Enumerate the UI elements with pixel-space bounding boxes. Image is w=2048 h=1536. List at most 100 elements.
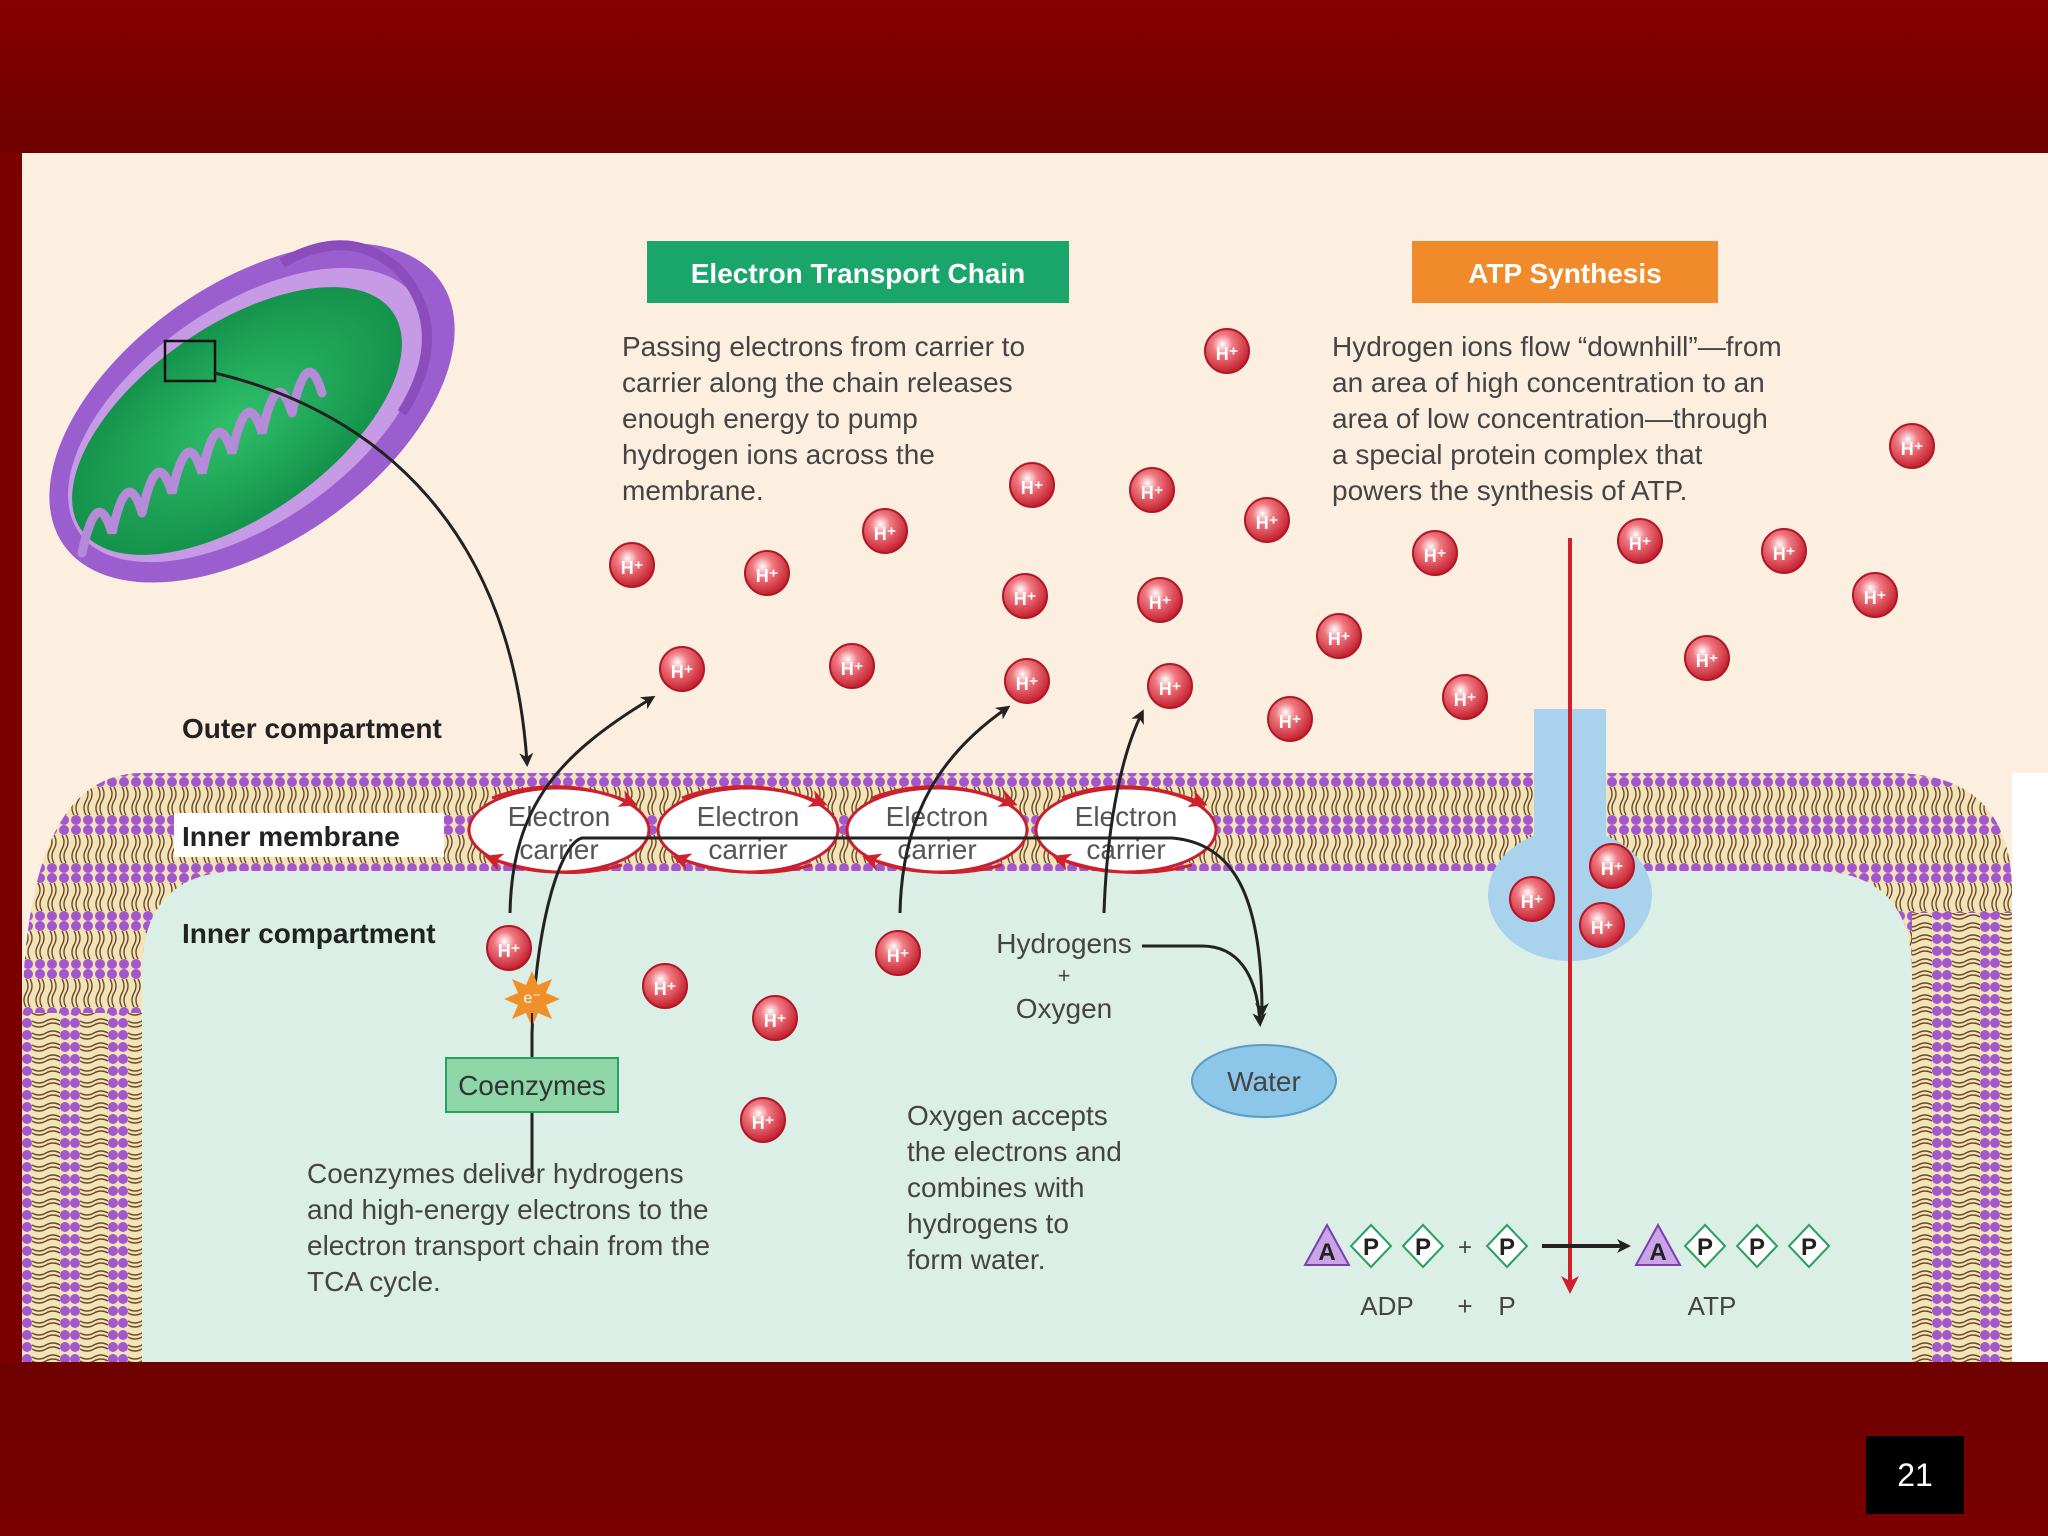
diagram-canvas: Electron Transport Chain ATP Synthesis P… bbox=[22, 153, 2048, 1362]
etc-title: Electron Transport Chain bbox=[691, 258, 1026, 289]
h-ion-label: H⁺ bbox=[1256, 513, 1279, 533]
h-ion-label: H⁺ bbox=[1901, 439, 1924, 459]
h-ion-label: H⁺ bbox=[764, 1011, 787, 1031]
etc-desc-line: Passing electrons from carrier to bbox=[622, 331, 1025, 362]
h-ion-label: H⁺ bbox=[1279, 712, 1302, 732]
coenzyme-desc-line: and high-energy electrons to the bbox=[307, 1194, 709, 1225]
h-ion: H⁺ bbox=[1579, 902, 1625, 948]
etc-desc-line: membrane. bbox=[622, 475, 764, 506]
h-ion: H⁺ bbox=[1137, 577, 1183, 623]
phosphate-label: P bbox=[1801, 1234, 1817, 1261]
adenosine-label: A bbox=[1318, 1239, 1335, 1266]
inner-membrane-left-side bbox=[22, 1013, 142, 1362]
h-ion-label: H⁺ bbox=[1454, 690, 1477, 710]
h-ion: H⁺ bbox=[1684, 635, 1730, 681]
coenzyme-desc-line: electron transport chain from the bbox=[307, 1230, 710, 1261]
oxygen-desc-line: combines with bbox=[907, 1172, 1084, 1203]
slide-footer-bar bbox=[0, 1362, 2048, 1536]
electron-path bbox=[530, 836, 1269, 1178]
electron-carrier-2: Electron carrier bbox=[656, 786, 840, 874]
figure-right-margin bbox=[2012, 773, 2048, 1362]
h-ion-label: H⁺ bbox=[1149, 593, 1172, 613]
h-ion: H⁺ bbox=[1267, 696, 1313, 742]
phosphate-label: P bbox=[1749, 1234, 1765, 1261]
mitochondrion-illustration bbox=[49, 240, 455, 583]
atp-desc-line: powers the synthesis of ATP. bbox=[1332, 475, 1687, 506]
adenosine-label: A bbox=[1649, 1239, 1666, 1266]
phosphate-label: P bbox=[1499, 1234, 1515, 1261]
oxygen-desc-line: hydrogens to bbox=[907, 1208, 1069, 1239]
h-ion: H⁺ bbox=[1009, 462, 1055, 508]
water-formation-arrow bbox=[1142, 944, 1267, 1027]
inner-membrane-right-side bbox=[1912, 913, 2012, 1362]
atp-equation: A P P + P A P P P ADP + P ATP bbox=[1303, 1222, 1831, 1321]
zoom-box bbox=[163, 339, 217, 383]
h-ion: H⁺ bbox=[1442, 674, 1488, 720]
h-ion: H⁺ bbox=[1761, 528, 1807, 574]
h-ion: H⁺ bbox=[752, 995, 798, 1041]
h-ion: H⁺ bbox=[1509, 876, 1555, 922]
etc-title-box bbox=[647, 241, 1069, 303]
adp-label: ADP bbox=[1360, 1291, 1413, 1321]
h-ion-label: H⁺ bbox=[874, 524, 897, 544]
h-ion: H⁺ bbox=[609, 542, 655, 588]
phosphate-label: P bbox=[1363, 1234, 1379, 1261]
phosphate-molecule: P bbox=[1485, 1223, 1529, 1269]
h-ion: H⁺ bbox=[659, 646, 705, 692]
slide-header-bar bbox=[0, 0, 2048, 153]
outer-compartment-label: Outer compartment bbox=[182, 713, 442, 744]
electron-carrier-1: Electron carrier bbox=[467, 786, 651, 874]
h-ion-label: H⁺ bbox=[1141, 483, 1164, 503]
h-ion: H⁺ bbox=[829, 643, 875, 689]
atp-title-box bbox=[1412, 241, 1718, 303]
phosphate-label: P bbox=[1697, 1234, 1713, 1261]
zoom-arrow bbox=[214, 371, 534, 767]
h-ion: H⁺ bbox=[1244, 497, 1290, 543]
etc-description: Passing electrons from carrier to carrie… bbox=[622, 331, 1025, 506]
h-ion: H⁺ bbox=[740, 1097, 786, 1143]
oxygen-description: Oxygen accepts the electrons and combine… bbox=[907, 1100, 1122, 1275]
page-number: 21 bbox=[1866, 1436, 1964, 1514]
phosphate-label: P bbox=[1415, 1234, 1431, 1261]
h-ion-label: H⁺ bbox=[671, 662, 694, 682]
coenzyme-description: Coenzymes deliver hydrogens and high-ene… bbox=[307, 1158, 710, 1297]
atp-desc-line: an area of high concentration to an bbox=[1332, 367, 1765, 398]
h-ion-label: H⁺ bbox=[1159, 679, 1182, 699]
coenzymes-box bbox=[445, 1057, 619, 1113]
h-ion-label: H⁺ bbox=[1521, 892, 1544, 912]
h-ion-label: H⁺ bbox=[756, 566, 779, 586]
inner-membrane-label: Inner membrane bbox=[182, 821, 400, 852]
electron-carrier-3: Electron carrier bbox=[845, 786, 1029, 874]
atp-description: Hydrogen ions flow “downhill”—from an ar… bbox=[1332, 331, 1782, 506]
coenzyme-desc-line: Coenzymes deliver hydrogens bbox=[307, 1158, 684, 1189]
h-ion: H⁺ bbox=[1889, 423, 1935, 469]
mitochondria-etc-figure: Electron Transport Chain ATP Synthesis P… bbox=[22, 153, 2048, 1362]
atp-desc-line: area of low concentration—through bbox=[1332, 403, 1768, 434]
h-ion: H⁺ bbox=[1204, 328, 1250, 374]
carrier-label: Electron bbox=[886, 801, 989, 832]
electron-burst: e⁻ bbox=[504, 971, 560, 1027]
atp-desc-line: Hydrogen ions flow “downhill”—from bbox=[1332, 331, 1782, 362]
oxygen-desc-line: the electrons and bbox=[907, 1136, 1122, 1167]
h-ion: H⁺ bbox=[1316, 613, 1362, 659]
etc-desc-line: enough energy to pump bbox=[622, 403, 918, 434]
etc-desc-line: hydrogen ions across the bbox=[622, 439, 935, 470]
h-ion-label: H⁺ bbox=[654, 979, 677, 999]
coenzymes-label: Coenzymes bbox=[458, 1070, 606, 1101]
electron-symbol: e⁻ bbox=[523, 990, 540, 1007]
carrier-label: Electron bbox=[508, 801, 611, 832]
plus-label: + bbox=[1058, 963, 1071, 988]
h-ion: H⁺ bbox=[875, 930, 921, 976]
h-ion-label: H⁺ bbox=[1021, 478, 1044, 498]
h-ion-label: H⁺ bbox=[498, 941, 521, 961]
h-ion: H⁺ bbox=[642, 963, 688, 1009]
h-ion: H⁺ bbox=[1147, 663, 1193, 709]
h-ion-label: H⁺ bbox=[1591, 918, 1614, 938]
water-ellipse bbox=[1191, 1044, 1337, 1118]
etc-desc-line: carrier along the chain releases bbox=[622, 367, 1013, 398]
h-ion-label: H⁺ bbox=[1014, 589, 1037, 609]
h-ion: H⁺ bbox=[744, 550, 790, 596]
oxygen-desc-line: form water. bbox=[907, 1244, 1045, 1275]
adp-molecule: A P P bbox=[1303, 1222, 1445, 1269]
h-ion: H⁺ bbox=[1412, 530, 1458, 576]
